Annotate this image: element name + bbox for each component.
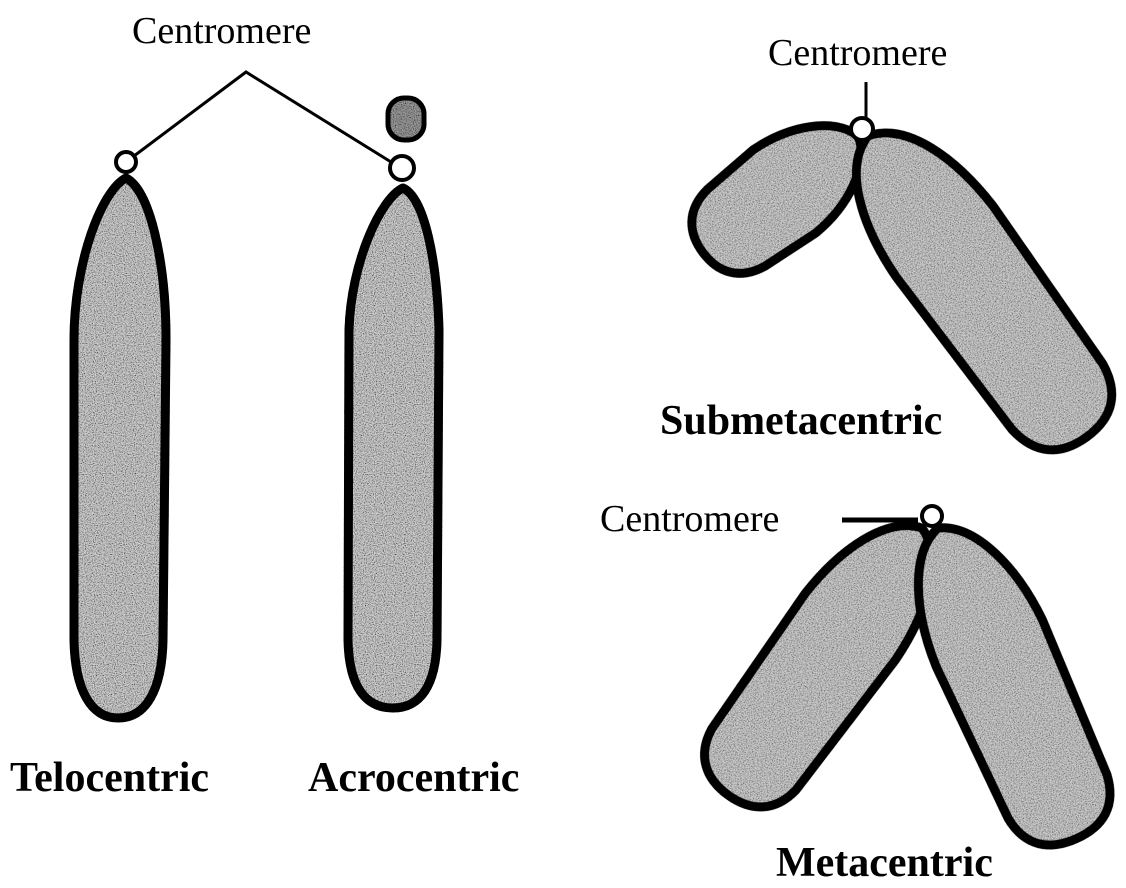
centromere-callout-line (134, 72, 391, 162)
telocentric-chromosome (74, 178, 166, 718)
acrocentric-satellite (388, 98, 424, 140)
centromere-label-submetacentric: Centromere (768, 34, 947, 72)
metacentric-right-arm (885, 504, 1126, 862)
metacentric-centromere (922, 506, 942, 526)
centromere-label-metacentric: Centromere (600, 500, 779, 538)
acrocentric-centromere (390, 156, 414, 180)
submetacentric-label: Submetacentric (660, 400, 942, 442)
metacentric-label: Metacentric (776, 842, 993, 884)
telocentric-label: Telocentric (10, 757, 209, 799)
centromere-label-shared: Centromere (132, 12, 311, 50)
acrocentric-chromosome (348, 188, 439, 708)
submetacentric-centromere (851, 118, 873, 140)
acrocentric-label: Acrocentric (308, 757, 519, 799)
telocentric-centromere (116, 152, 136, 172)
